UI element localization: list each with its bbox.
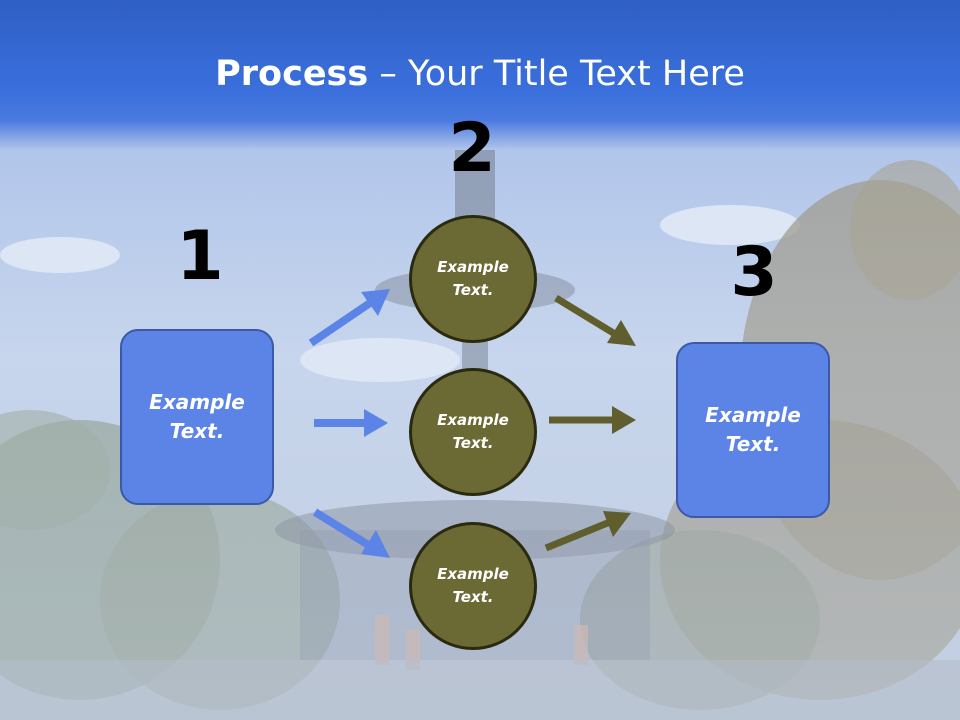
process-circle-top[interactable]: Example Text. <box>409 215 537 343</box>
title-bold-part: Process <box>215 54 369 94</box>
process-box-start[interactable]: Example Text. <box>120 329 274 505</box>
slide-title[interactable]: Process – Your Title Text Here <box>0 52 960 96</box>
step-number-3: 3 <box>730 233 778 312</box>
process-circle-middle-text: Example Text. <box>437 411 509 452</box>
header-band <box>0 0 960 150</box>
process-box-end-text: Example Text. <box>705 403 801 456</box>
process-circle-top-text: Example Text. <box>437 258 509 299</box>
process-circle-middle[interactable]: Example Text. <box>409 368 537 496</box>
step-number-1: 1 <box>176 217 224 296</box>
title-text-part: Your Title Text Here <box>407 54 745 94</box>
process-box-start-text: Example Text. <box>149 390 245 443</box>
step-number-2: 2 <box>448 109 496 188</box>
process-box-end[interactable]: Example Text. <box>676 342 830 518</box>
process-circle-bottom[interactable]: Example Text. <box>409 522 537 650</box>
process-circle-bottom-text: Example Text. <box>437 565 509 606</box>
title-separator: – <box>368 54 408 94</box>
